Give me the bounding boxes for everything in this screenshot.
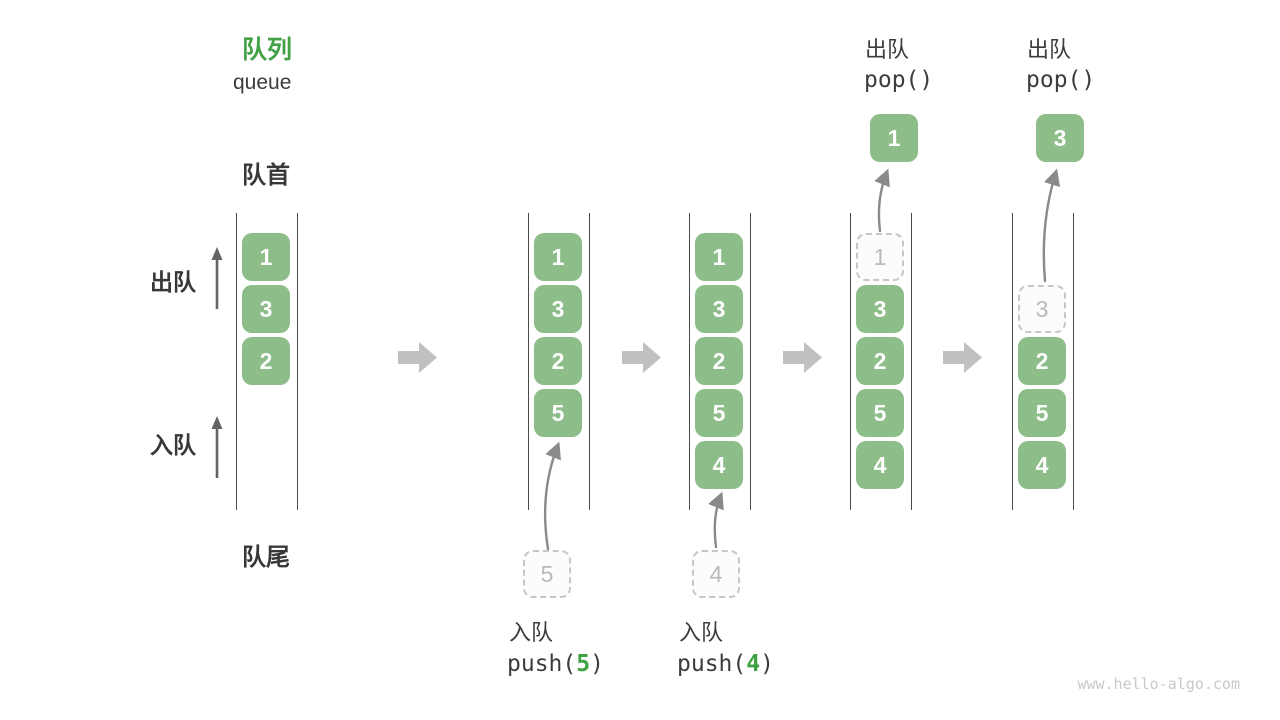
incoming-ghost-cell: 4 — [692, 550, 740, 598]
push4-label: 入队 — [679, 620, 724, 645]
queue-cell: 4 — [695, 441, 743, 489]
queue-cell: 2 — [1018, 337, 1066, 385]
incoming-ghost-cell: 5 — [523, 550, 571, 598]
pop2-label: 出队 — [1027, 37, 1072, 62]
queue-cell: 2 — [695, 337, 743, 385]
watermark: www.hello-algo.com — [1077, 675, 1240, 693]
queue-cell: 5 — [534, 389, 582, 437]
page-subtitle: queue — [233, 71, 292, 94]
popped-cell: 3 — [1036, 114, 1084, 162]
push5-code-post: ) — [590, 651, 604, 677]
queue-cell: 3 — [534, 285, 582, 333]
queue-state-2: 1 3 2 5 — [528, 213, 590, 510]
queue-state-5: 3 2 5 4 — [1012, 213, 1074, 510]
enqueue-side-label: 入队 — [150, 432, 196, 458]
queue-cell: 2 — [242, 337, 290, 385]
queue-cell: 5 — [1018, 389, 1066, 437]
push5-code-pre: push( — [507, 651, 577, 677]
queue-state-1: 1 3 2 — [236, 213, 298, 510]
pop-curve-arrow-icon — [1042, 168, 1061, 283]
popped-cell: 1 — [870, 114, 918, 162]
push4-code-post: ) — [760, 651, 774, 677]
push4-code-arg: 4 — [746, 651, 761, 677]
queue-state-4: 1 3 2 5 4 — [850, 213, 912, 510]
queue-cell: 1 — [695, 233, 743, 281]
pop2-code: pop() — [1026, 67, 1096, 93]
pop-curve-arrow-icon — [874, 168, 890, 233]
queue-cell: 2 — [534, 337, 582, 385]
queue-cell: 5 — [695, 389, 743, 437]
queue-cell: 5 — [856, 389, 904, 437]
queue-state-3: 1 3 2 5 4 — [689, 213, 751, 510]
queue-front-label: 队首 — [242, 162, 290, 189]
push5-label: 入队 — [509, 620, 554, 645]
transition-arrow-icon — [622, 342, 661, 373]
dequeue-side-label: 出队 — [150, 269, 196, 295]
push5-code: push(5) — [507, 651, 604, 677]
queue-cell: 1 — [242, 233, 290, 281]
queue-cell: 3 — [695, 285, 743, 333]
queue-cell: 4 — [1018, 441, 1066, 489]
queue-cell: 4 — [856, 441, 904, 489]
pop1-code: pop() — [864, 67, 934, 93]
queue-cell: 1 — [534, 233, 582, 281]
pop1-label: 出队 — [865, 37, 910, 62]
queue-cell: 2 — [856, 337, 904, 385]
enqueue-arrow-icon — [211, 416, 223, 478]
transition-arrow-icon — [943, 342, 982, 373]
push-curve-arrow-icon — [708, 491, 724, 549]
push-curve-arrow-icon — [543, 441, 561, 551]
dequeue-arrow-icon — [211, 247, 223, 309]
push4-code-pre: push( — [677, 651, 747, 677]
queue-rear-label: 队尾 — [242, 544, 290, 571]
queue-cell: 3 — [242, 285, 290, 333]
dequeued-ghost-cell: 1 — [856, 233, 904, 281]
push4-code: push(4) — [677, 651, 774, 677]
push5-code-arg: 5 — [576, 651, 591, 677]
dequeued-ghost-cell: 3 — [1018, 285, 1066, 333]
transition-arrow-icon — [783, 342, 822, 373]
transition-arrow-icon — [398, 342, 437, 373]
page-title: 队列 — [242, 36, 293, 64]
queue-cell: 3 — [856, 285, 904, 333]
